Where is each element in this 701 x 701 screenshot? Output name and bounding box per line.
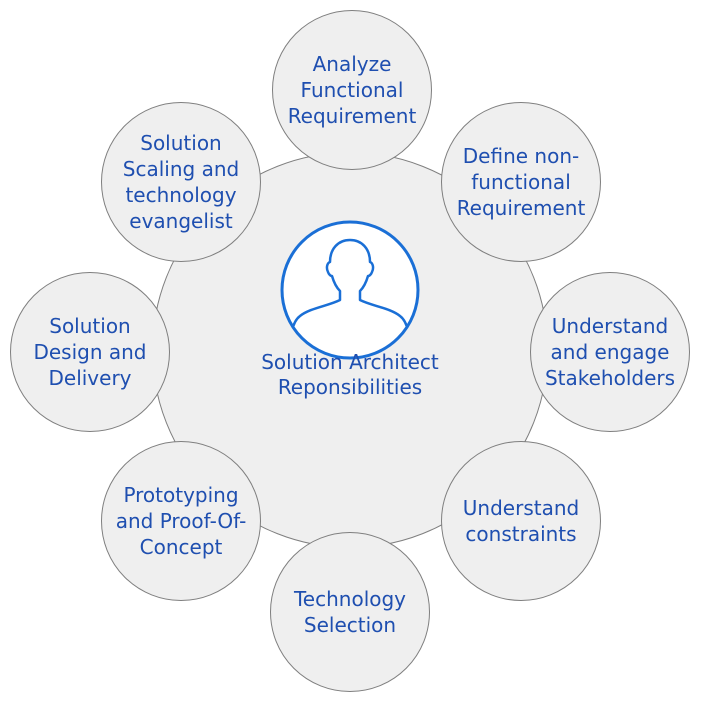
node-label: Prototyping and Proof-Of- Concept — [115, 483, 247, 559]
node-label: Technology Selection — [293, 587, 407, 637]
node-solution-design-delivery: Solution Design and Delivery — [10, 272, 170, 432]
node-label: Understand and engage Stakeholders — [544, 314, 676, 390]
center-group: Solution Architect Reponsibilities — [230, 220, 470, 410]
node-label: Solution Scaling and technology evangeli… — [122, 131, 240, 233]
node-label: Solution Design and Delivery — [33, 314, 147, 390]
center-label: Solution Architect Reponsibilities — [261, 350, 439, 399]
node-define-non-functional-requirement: Define non- functional Requirement — [441, 102, 601, 262]
node-analyze-functional-requirement: Analyze Functional Requirement — [272, 10, 432, 170]
node-solution-scaling-evangelist: Solution Scaling and technology evangeli… — [101, 102, 261, 262]
node-understand-engage-stakeholders: Understand and engage Stakeholders — [530, 272, 690, 432]
node-label: Define non- functional Requirement — [456, 144, 586, 220]
node-understand-constraints: Understand constraints — [441, 441, 601, 601]
node-label: Understand constraints — [462, 496, 580, 546]
person-icon — [280, 220, 420, 360]
node-prototyping-proof-of-concept: Prototyping and Proof-Of- Concept — [101, 441, 261, 601]
node-label: Analyze Functional Requirement — [287, 52, 417, 128]
node-technology-selection: Technology Selection — [270, 532, 430, 692]
